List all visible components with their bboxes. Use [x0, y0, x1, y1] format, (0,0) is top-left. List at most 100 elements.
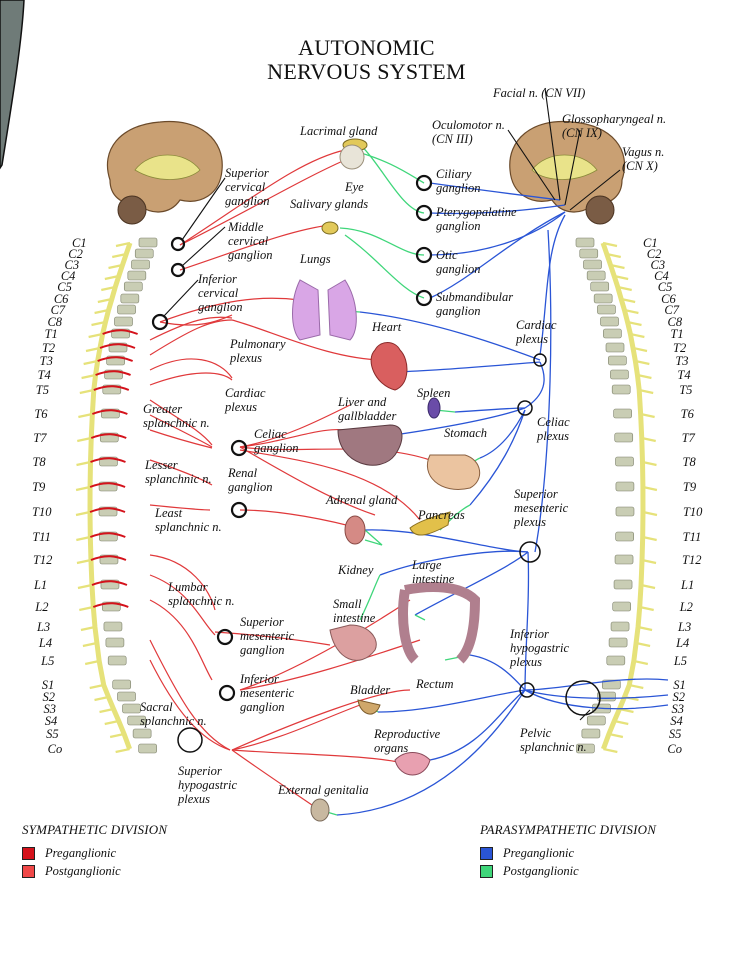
sympathetic-root [102, 329, 138, 335]
vertebra [600, 316, 619, 327]
spine-level-label-c7: C7 [50, 303, 66, 317]
sympathetic-root [93, 385, 130, 391]
vertebra [605, 342, 625, 353]
label-spleen: Spleen [417, 386, 451, 400]
spine-level-label-l4: L4 [38, 636, 53, 650]
legend-parasympathetic-heading: PARASYMPATHETIC DIVISION [480, 822, 657, 837]
superior-mesenteric-plexus-marker [519, 541, 541, 563]
renal-ganglion-marker [230, 501, 248, 519]
vertebra [105, 637, 125, 648]
vertebra [579, 248, 599, 259]
spine-level-label-l5: L5 [41, 654, 55, 668]
celiac-ganglion-marker [230, 439, 248, 457]
vertebra [132, 728, 152, 739]
vertebra [614, 554, 634, 565]
spine-level-label-t9: T9 [32, 480, 46, 494]
vertebra [608, 355, 627, 366]
vertebra [138, 743, 157, 754]
spine-level-label-t12: T12 [32, 553, 53, 567]
sympathetic-root [89, 507, 126, 513]
vertebra [123, 281, 143, 292]
vertebra [615, 506, 635, 517]
label-ciliary-ganglion: Ciliary ganglion [436, 167, 481, 195]
spine-level-label-t12: T12 [682, 553, 702, 567]
spine-level-label-t10: T10 [682, 505, 703, 519]
vertebra [610, 621, 630, 632]
spine-level-label-s4: S4 [670, 714, 683, 728]
vertebra [611, 384, 631, 395]
spine-level-label-c4: C4 [60, 269, 76, 283]
spine-level-label-c6: C6 [53, 292, 69, 306]
spine-level-label-c3: C3 [64, 258, 80, 272]
spine-level-label-c8: C8 [47, 315, 63, 329]
vertebra [127, 715, 147, 726]
label-stomach: Stomach [444, 426, 488, 440]
legend-parasympathetic: PARASYMPATHETIC DIVISION Preganglionic P… [480, 822, 656, 880]
vertebra [103, 621, 123, 632]
spine-level-label-s3: S3 [671, 702, 684, 716]
vertebra [613, 579, 633, 590]
spine-level-label-c5: C5 [57, 280, 72, 294]
diagram-title: AUTONOMIC NERVOUS SYSTEM [0, 36, 733, 84]
spine-level-label-t5: T5 [679, 383, 693, 397]
vertebra [590, 281, 610, 292]
spine-level-label-t6: T6 [680, 407, 694, 421]
legend-swatch-parasympathetic-preganglionic [480, 846, 493, 860]
vertebra [114, 316, 133, 327]
spine-level-label-t3: T3 [39, 354, 53, 368]
sympathetic-root [90, 457, 126, 463]
sacral-splanchnic-marker [177, 727, 203, 753]
middle-cervical-ganglion-marker [170, 262, 186, 278]
spine-level-label-t11: T11 [682, 530, 702, 544]
vertebra [603, 328, 622, 339]
spine-level-label-t2: T2 [673, 341, 687, 355]
ganglion-markers [151, 174, 601, 753]
spine-level-label-t1: T1 [670, 327, 684, 341]
label-bladder: Bladder [350, 683, 391, 697]
vertebra [112, 679, 132, 690]
sympathetic-root [99, 343, 136, 349]
label-inferior-hypogastric-plexus: Inferior hypogastric plexus [510, 627, 570, 669]
label-otic-ganglion: Otic ganglion [436, 248, 481, 276]
label-superior-mesenteric-plexus: Superior mesenteric plexus [514, 487, 569, 529]
label-rectum: Rectum [416, 677, 454, 691]
vertebra [120, 293, 140, 304]
spine-level-label-t2: T2 [41, 341, 56, 355]
vertebra [615, 456, 634, 467]
vertebra [586, 715, 606, 726]
submandibular-ganglion-marker [415, 289, 433, 307]
otic-ganglion-marker [415, 246, 433, 264]
spine-level-label-c5: C5 [657, 280, 673, 294]
spine-level-label-l1: L1 [33, 578, 48, 592]
legend-item: Preganglionic [480, 844, 656, 862]
sympathetic-root [95, 370, 131, 376]
label-cardiac-plexus-sympathetic: Cardiac plexus [225, 386, 266, 414]
spine-level-label-l2: L2 [679, 600, 693, 614]
left-spinal-column [75, 237, 158, 754]
vertebra [131, 259, 150, 270]
sympathetic-root [90, 433, 127, 439]
sympathetic-root [92, 602, 129, 608]
vertebra [581, 728, 601, 739]
spine-level-label-co: Co [47, 742, 63, 756]
vertebra [612, 601, 632, 612]
spine-level-label-t1: T1 [44, 327, 58, 341]
legend-item: Preganglionic [22, 844, 167, 862]
label-pointer-lines [163, 87, 621, 721]
vertebra [593, 293, 613, 304]
label-pulmonary-plexus: Pulmonary plexus [230, 337, 286, 365]
spine-level-label-c1: C1 [643, 236, 658, 250]
legend-sympathetic-heading: SYMPATHETIC DIVISION [22, 822, 168, 837]
label-pancreas: Pancreas [418, 508, 465, 522]
sympathetic-fibers [149, 149, 431, 806]
spine-level-label-c6: C6 [661, 292, 676, 306]
spine-level-label-s5: S5 [46, 727, 59, 741]
label-lacrimal-gland: Lacrimal gland [300, 124, 378, 138]
legend-label: Postganglionic [503, 863, 579, 878]
spine-level-label-c2: C2 [68, 247, 83, 261]
vertebra [615, 531, 634, 542]
spine-level-label-t3: T3 [675, 354, 689, 368]
vertebra [122, 703, 141, 714]
label-cardiac-plexus-parasympathetic: Cardiac plexus [516, 318, 557, 346]
